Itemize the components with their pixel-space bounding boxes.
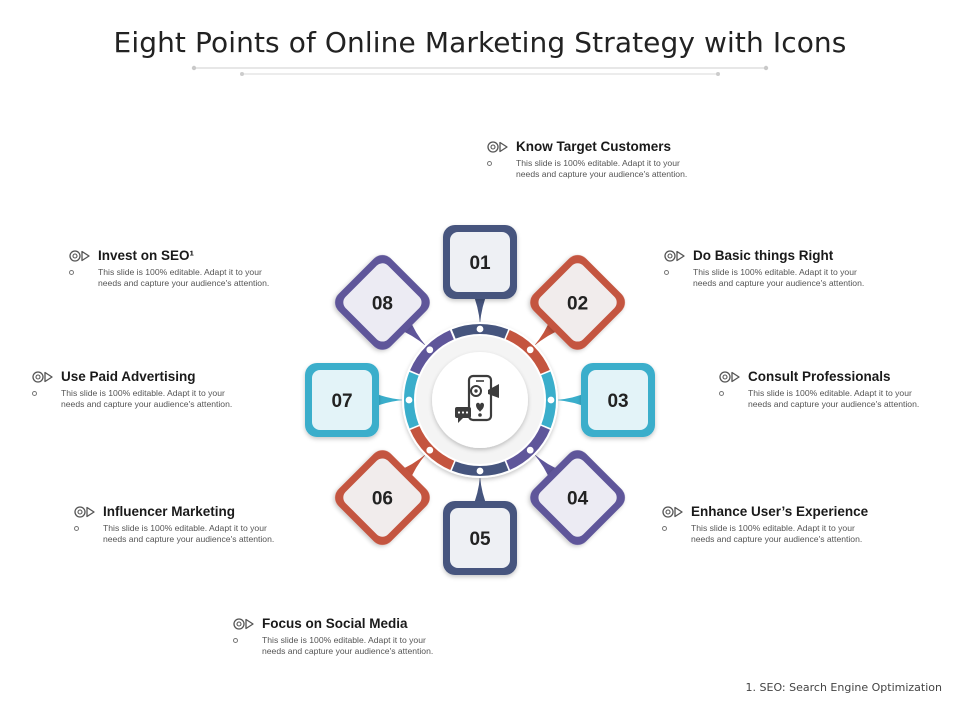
point-07-title: Use Paid Advertising — [61, 369, 196, 384]
ring-dot-04 — [525, 445, 535, 455]
point-04-desc: This slide is 100% editable. Adapt it to… — [662, 523, 869, 545]
ring-dot-06 — [425, 445, 435, 455]
point-06-title: Influencer Marketing — [103, 504, 236, 519]
eye-play-icon — [69, 249, 90, 262]
point-05: Focus on Social Media This slide is 100%… — [233, 616, 473, 657]
eye-play-icon — [719, 370, 740, 383]
point-04: Enhance User’s Experience This slide is … — [662, 504, 902, 545]
eye-play-icon — [662, 505, 683, 518]
node-04: 04 — [530, 450, 625, 545]
title-underline — [191, 65, 769, 76]
node-02: 02 — [530, 255, 625, 350]
eye-play-icon — [74, 505, 95, 518]
connector-05 — [472, 476, 488, 508]
point-08-title: Invest on SEO¹ — [98, 248, 195, 263]
ring-dot-03 — [546, 395, 556, 405]
hub-icon-circle — [432, 352, 528, 448]
point-07: Use Paid Advertising This slide is 100% … — [32, 369, 272, 410]
node-number-02: 02 — [567, 293, 588, 314]
point-02: Do Basic things Right This slide is 100%… — [664, 248, 904, 289]
node-01: 01 — [443, 225, 517, 299]
ring-dot-07 — [404, 395, 414, 405]
node-number-03: 03 — [607, 391, 628, 412]
point-06: Influencer Marketing This slide is 100% … — [74, 504, 314, 545]
point-04-title: Enhance User’s Experience — [691, 504, 869, 519]
connector-03 — [556, 392, 588, 408]
eye-play-icon — [487, 140, 508, 153]
point-02-desc: This slide is 100% editable. Adapt it to… — [664, 267, 871, 289]
ring-dot-05 — [475, 466, 485, 476]
smartphone-marketing-icon — [455, 374, 499, 423]
point-08-desc: This slide is 100% editable. Adapt it to… — [69, 267, 276, 289]
point-05-title: Focus on Social Media — [262, 616, 408, 631]
slide-title: Eight Points of Online Marketing Strateg… — [113, 26, 847, 59]
point-01-desc: This slide is 100% editable. Adapt it to… — [487, 158, 694, 180]
point-01-title: Know Target Customers — [516, 139, 672, 154]
eye-play-icon — [664, 249, 685, 262]
node-number-05: 05 — [469, 529, 491, 550]
point-07-desc: This slide is 100% editable. Adapt it to… — [32, 388, 239, 410]
footnote: 1. SEO: Search Engine Optimization — [745, 681, 942, 694]
point-03-desc: This slide is 100% editable. Adapt it to… — [719, 388, 926, 410]
ring-dot-08 — [425, 345, 435, 355]
node-05: 05 — [443, 501, 517, 575]
ring-dot-01 — [475, 324, 485, 334]
node-08: 08 — [335, 255, 430, 350]
point-06-desc: This slide is 100% editable. Adapt it to… — [74, 523, 281, 545]
point-02-title: Do Basic things Right — [693, 248, 834, 263]
node-07: 07 — [305, 363, 379, 437]
point-03: Consult Professionals This slide is 100%… — [719, 369, 959, 410]
point-03-title: Consult Professionals — [748, 369, 891, 384]
node-number-04: 04 — [567, 489, 589, 510]
node-number-07: 07 — [331, 391, 352, 412]
ring-dot-02 — [525, 345, 535, 355]
node-number-01: 01 — [469, 253, 491, 274]
connector-01 — [472, 292, 488, 324]
eye-play-icon — [233, 617, 254, 630]
point-08: Invest on SEO¹ This slide is 100% editab… — [69, 248, 309, 289]
node-03: 03 — [581, 363, 655, 437]
point-05-desc: This slide is 100% editable. Adapt it to… — [233, 635, 440, 657]
point-01: Know Target Customers This slide is 100%… — [487, 139, 727, 180]
connector-07 — [372, 392, 404, 408]
node-number-08: 08 — [372, 293, 393, 314]
node-number-06: 06 — [372, 489, 393, 510]
node-06: 06 — [335, 450, 430, 545]
eye-play-icon — [32, 370, 53, 383]
